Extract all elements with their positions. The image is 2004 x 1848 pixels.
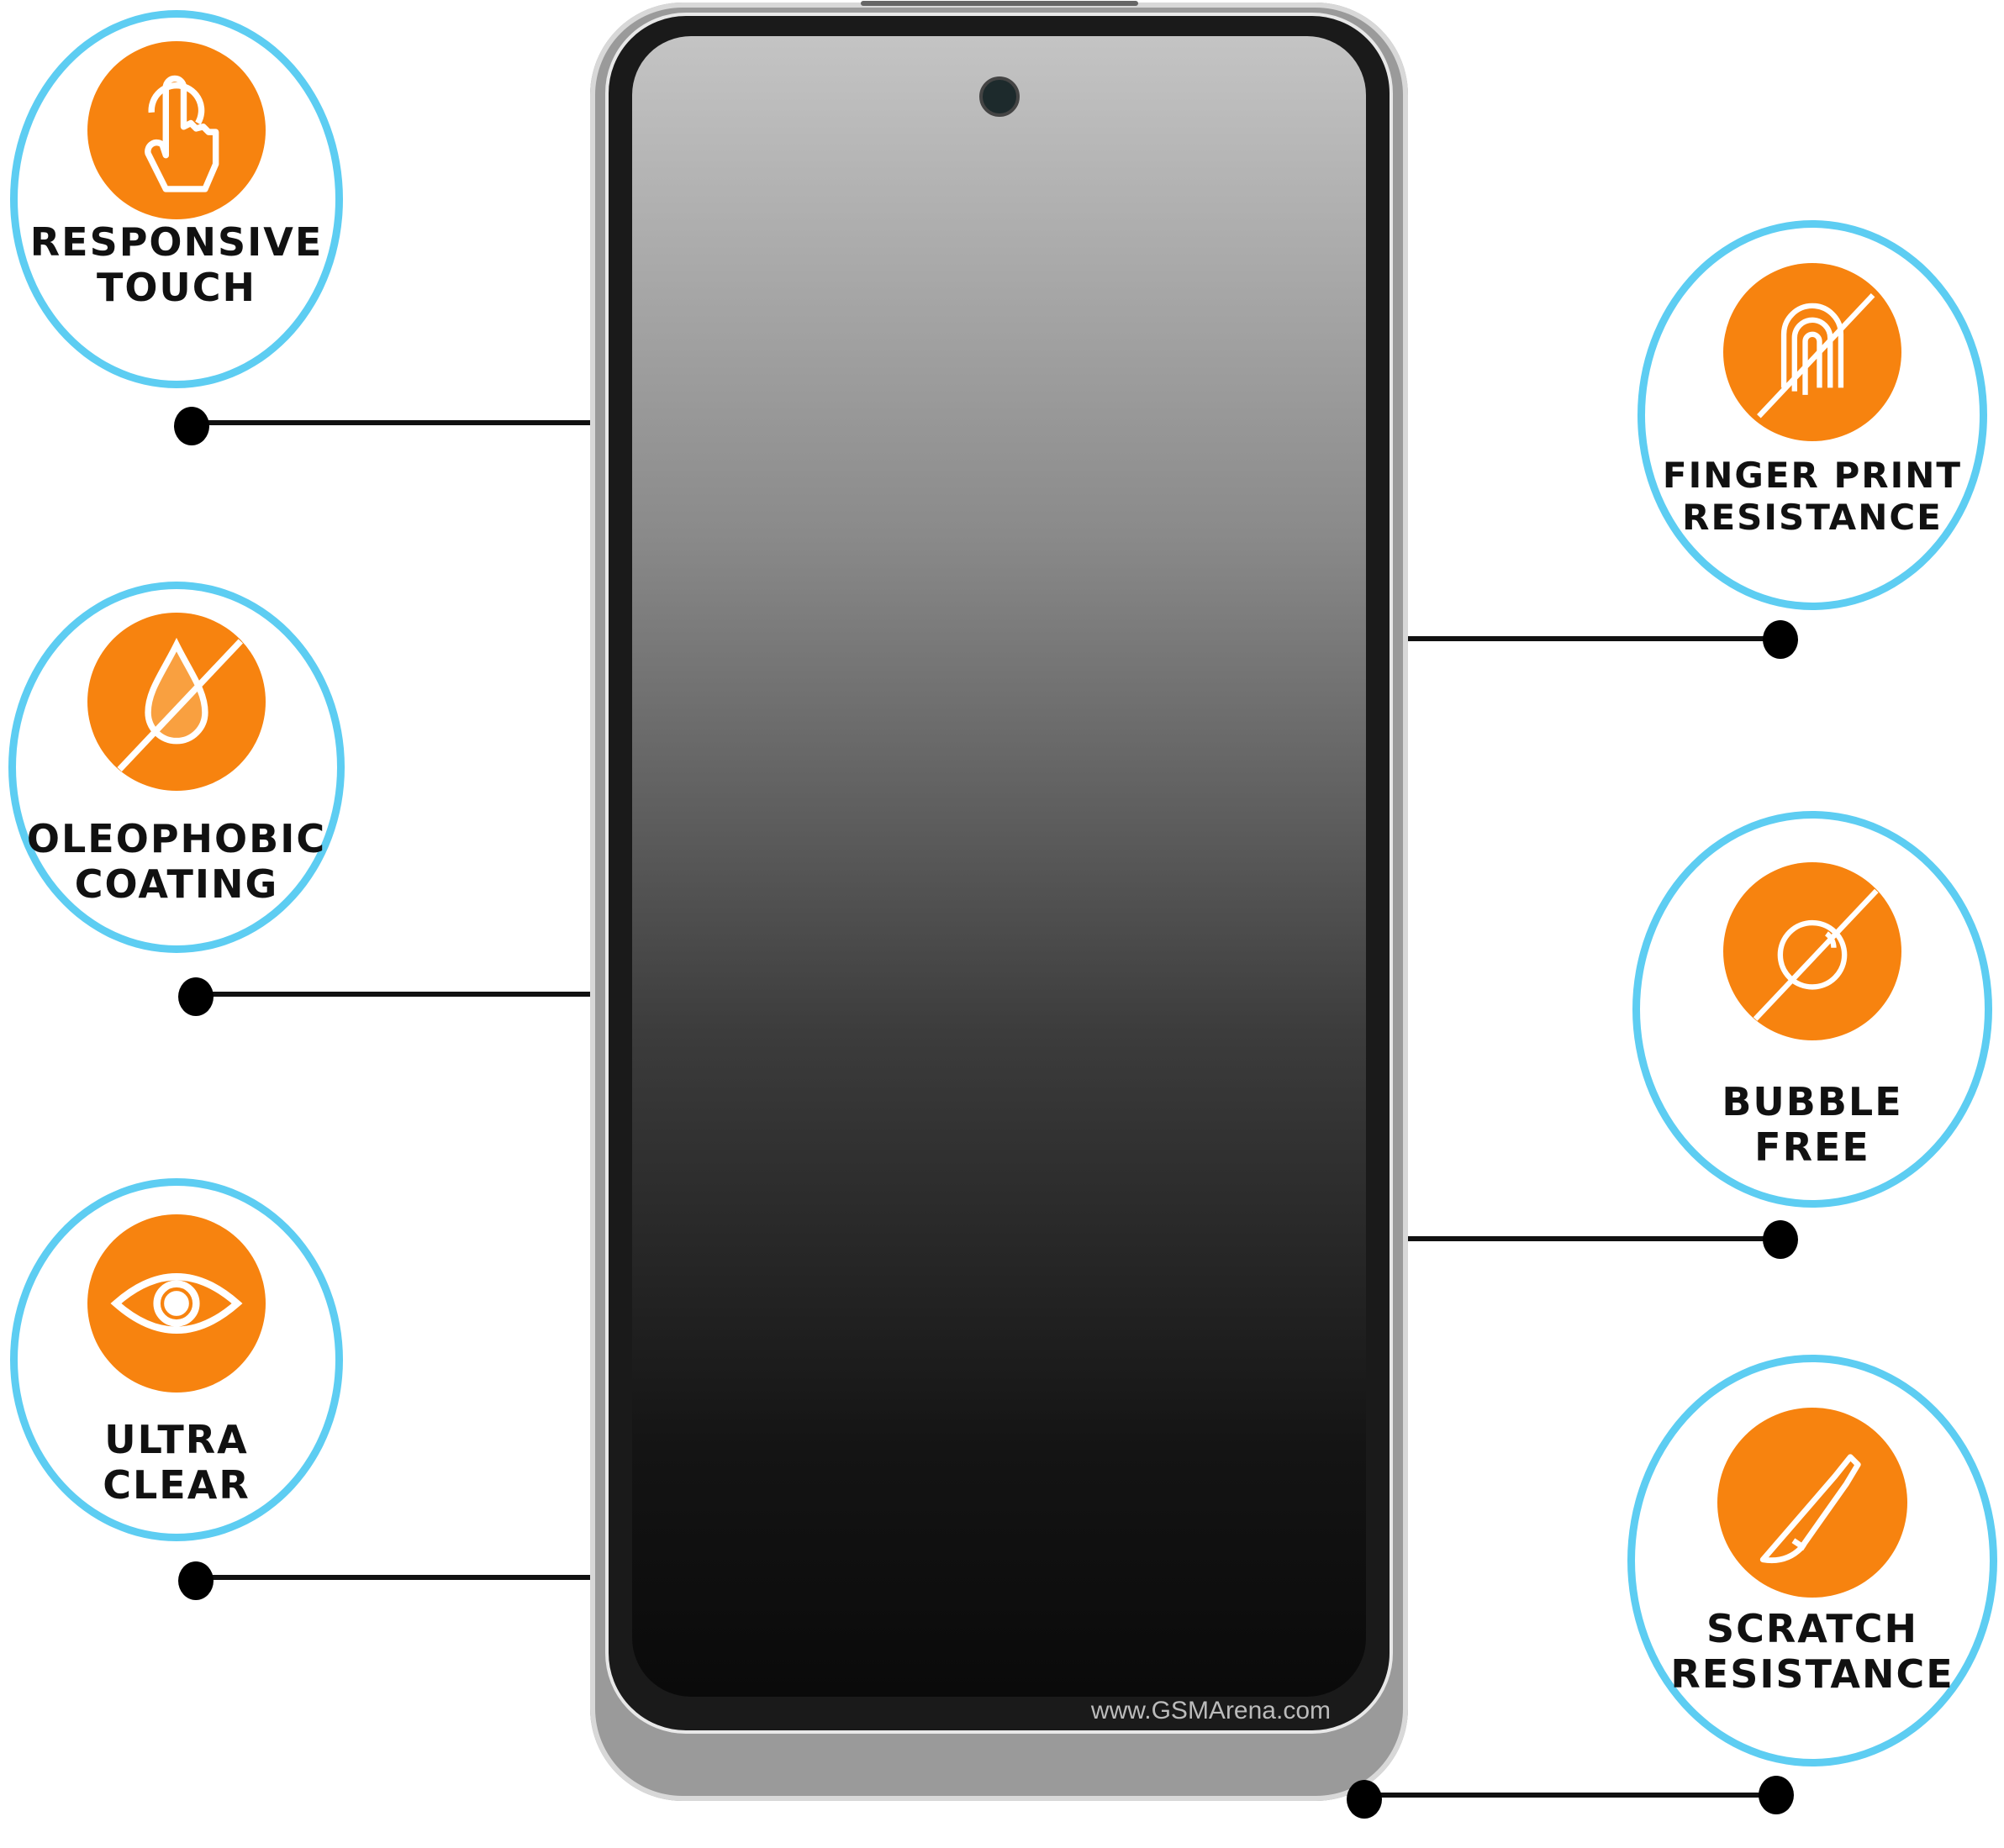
eye-icon [87,1214,266,1393]
touch-hand-icon [87,41,266,219]
connector-line [1408,1236,1780,1241]
no-fingerprint-icon [1723,263,1901,441]
connector-dot [1763,1220,1798,1259]
watermark: www.GSMArena.com [1090,1697,1331,1724]
no-bubble-icon [1723,862,1901,1040]
connector-dot [178,1561,214,1600]
phone-screen [632,36,1366,1697]
connector-dot [1759,1776,1794,1814]
connector-dot [178,977,214,1016]
no-oil-drop-icon [87,613,266,791]
connector-line [1408,636,1780,641]
connector-dot [1763,620,1798,659]
connector-line [1364,1793,1776,1798]
knife-icon [1717,1408,1907,1598]
phone-illustration: www.GSMArena.com [590,1,1408,1801]
connector-line [196,992,590,997]
connector-dot [174,407,209,445]
connector-line [192,420,590,425]
connector-line [196,1575,590,1580]
connector-dot [1347,1780,1382,1819]
front-camera-icon [978,76,1020,117]
earpiece [860,1,1138,6]
phone-bezel: www.GSMArena.com [605,13,1393,1734]
